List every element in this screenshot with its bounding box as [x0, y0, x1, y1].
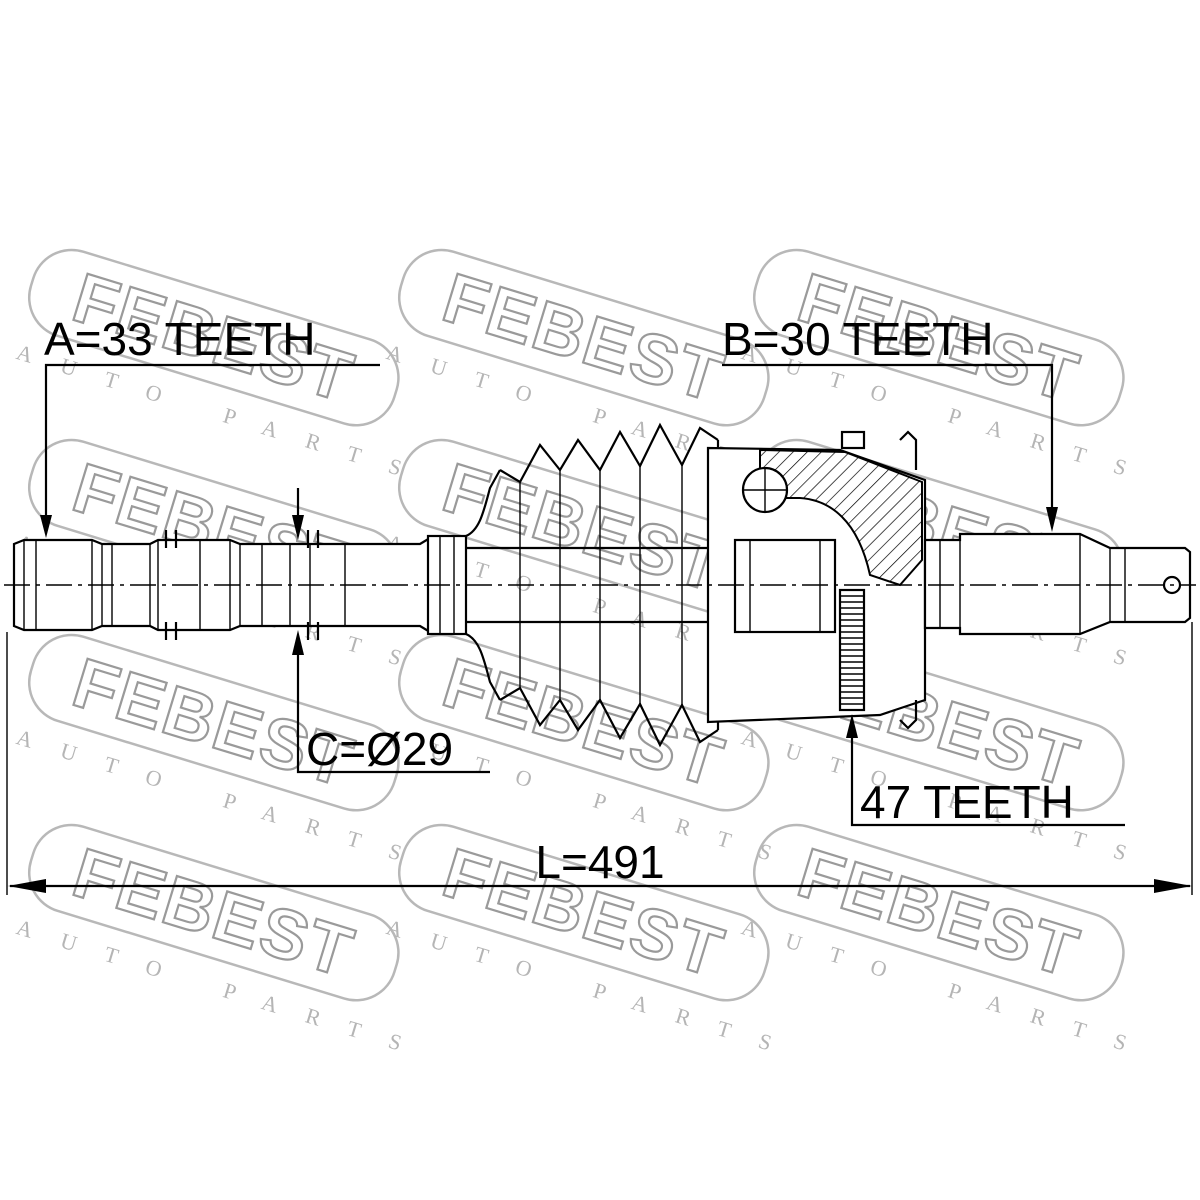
callout-length: L=491 [6, 622, 1193, 895]
callout-abs: 47 TEETH [846, 714, 1125, 828]
abs-tone-ring [838, 588, 866, 712]
label-a-teeth: A=33 TEETH [44, 313, 315, 365]
watermark-brand: FEBEST [435, 448, 733, 607]
outer-cv-housing [706, 430, 927, 730]
dimension-callouts: A=33 TEETH B=30 TEETH C=Ø29 47 TEETH [6, 313, 1193, 895]
watermark-brand: FEBEST [435, 258, 733, 417]
callout-c: C=Ø29 [292, 488, 490, 775]
label-abs-teeth: 47 TEETH [860, 776, 1074, 828]
callout-a: A=33 TEETH [40, 313, 380, 538]
callout-b: B=30 TEETH [722, 313, 1058, 532]
watermark-brand: FEBEST [65, 833, 363, 992]
outer-stub-shaft [923, 532, 1192, 636]
label-length: L=491 [535, 836, 664, 888]
label-b-teeth: B=30 TEETH [722, 313, 993, 365]
label-c-diameter: C=Ø29 [306, 723, 453, 775]
watermark-brand: FEBEST [790, 833, 1088, 992]
drive-shaft-drawing [4, 422, 1196, 748]
